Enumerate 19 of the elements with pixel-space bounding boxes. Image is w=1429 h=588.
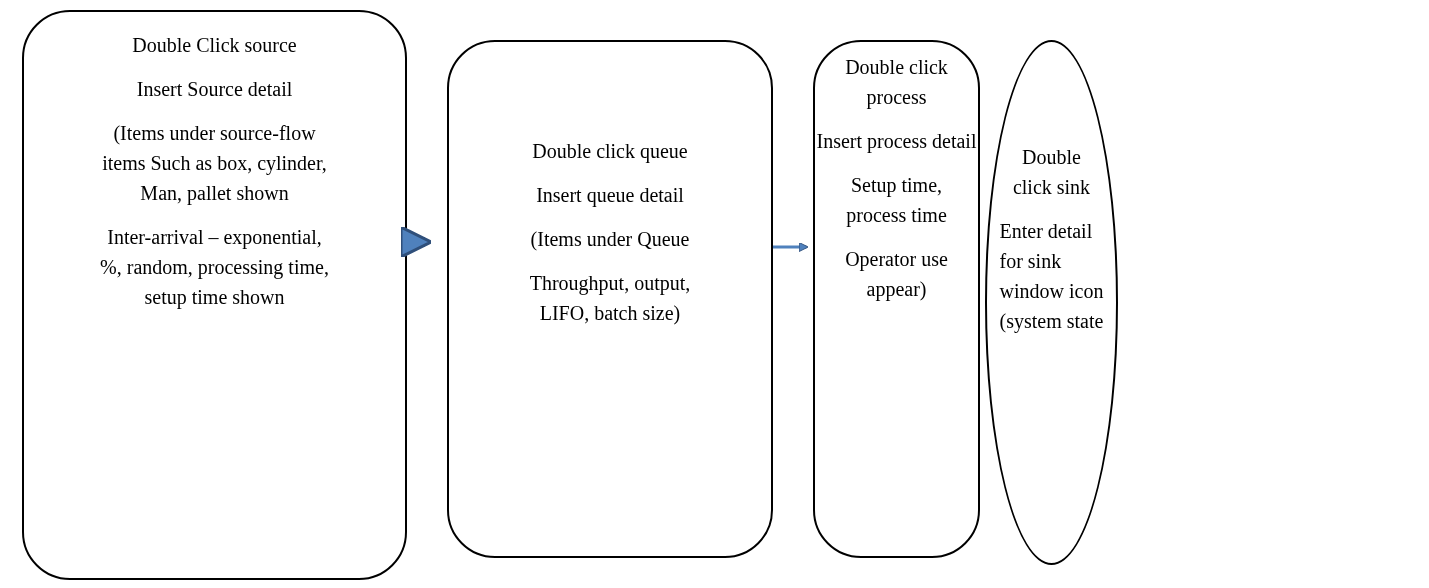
node-text: Double click queue [531,139,689,165]
node-text: (Items under Queue [529,227,691,253]
node-text: Double click process [844,55,949,111]
node-text: Throughput, output, LIFO, batch size) [528,271,692,327]
node-text: Double Click source [131,33,298,58]
node-text: Operator use appear) [844,247,949,303]
node-text: Insert process detail [815,129,978,155]
process-box [813,40,980,558]
node-text: Insert Source detail [135,77,294,102]
arrow [773,242,809,252]
node-text: Inter-arrival – exponential, %, random, processing time, setup time shown [99,225,330,311]
node-text: Insert queue detail [535,183,685,209]
arrow [399,225,433,259]
node-text: Enter detail for sink window icon (system state [999,219,1104,335]
node-text: Setup time, process time [845,173,948,229]
process-box [447,40,773,558]
node-text: (Items under source-flow items Such as box, cylinder, Man, pallet shown [101,121,328,207]
process-box [22,10,407,580]
node-text: Double click sink [1011,145,1092,200]
